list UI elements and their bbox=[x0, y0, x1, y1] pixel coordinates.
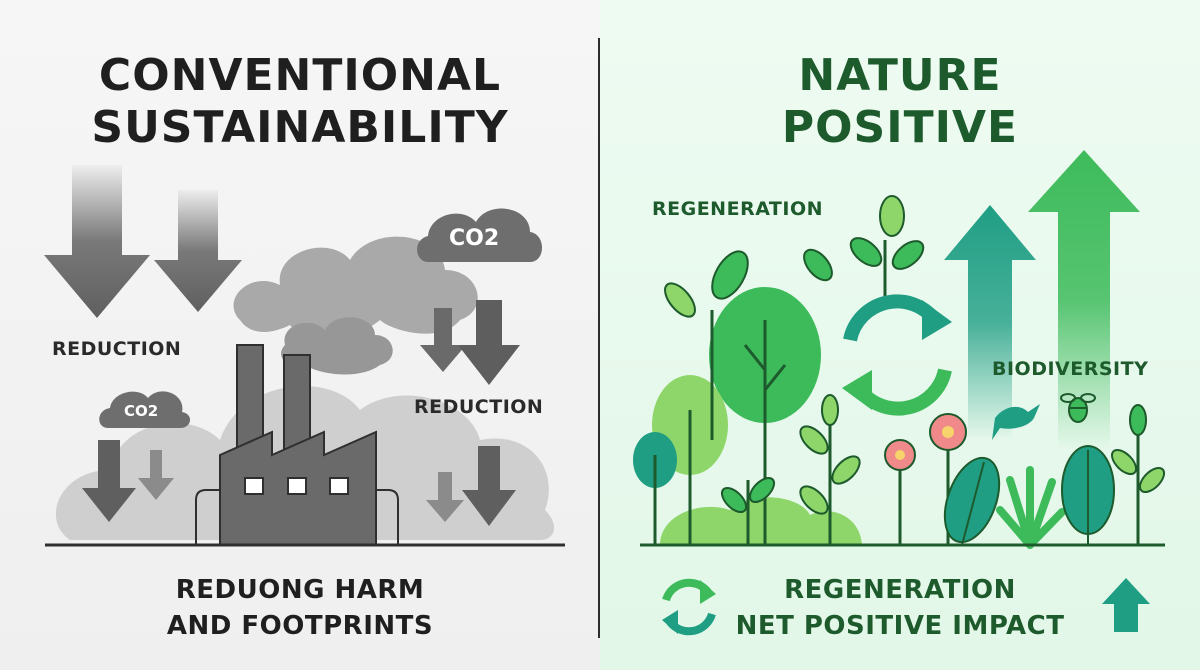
title-line: CONVENTIONAL bbox=[98, 50, 502, 101]
center-divider bbox=[598, 38, 601, 638]
down-arrow-icon bbox=[138, 450, 174, 500]
up-arrow-icon bbox=[1102, 578, 1150, 632]
cycle-icon bbox=[662, 578, 716, 636]
factory-icon bbox=[195, 344, 399, 546]
bee-icon bbox=[1060, 393, 1096, 423]
tagline-line: AND FOOTPRINTS bbox=[166, 611, 434, 641]
up-arrow-icon bbox=[1028, 150, 1140, 450]
tagline-line: NET POSITIVE IMPACT bbox=[735, 611, 1065, 641]
nature-illustration bbox=[633, 150, 1166, 636]
conventional-panel: CONVENTIONAL SUSTAINABILITY CO2 CO2 REDU… bbox=[0, 0, 600, 670]
cloud-icon bbox=[417, 208, 542, 262]
up-arrow-icon bbox=[944, 205, 1036, 440]
leaf-icon bbox=[799, 394, 861, 545]
co2-label: CO2 bbox=[449, 226, 500, 251]
leaf-icon bbox=[803, 195, 925, 300]
reduction-label: REDUCTION bbox=[52, 338, 182, 360]
leaf-icon bbox=[664, 250, 749, 440]
title-line: NATURE bbox=[798, 50, 1002, 101]
nature-positive-panel: NATURE POSITIVE REGENERATION BIODIVERSIT… bbox=[600, 0, 1200, 670]
biodiversity-label: BIODIVERSITY bbox=[992, 358, 1149, 380]
title-line: POSITIVE bbox=[781, 102, 1019, 153]
conventional-illustration bbox=[44, 165, 565, 547]
tree-icon bbox=[709, 287, 821, 545]
leaf-icon bbox=[720, 476, 776, 545]
down-arrow-icon bbox=[154, 190, 242, 312]
tree-icon bbox=[633, 432, 677, 545]
tagline-line: REGENERATION bbox=[784, 575, 1016, 605]
regeneration-label: REGENERATION bbox=[652, 198, 824, 220]
leaf-icon bbox=[943, 456, 1001, 546]
leaf-icon bbox=[1061, 445, 1115, 545]
conventional-title: CONVENTIONAL SUSTAINABILITY bbox=[0, 50, 600, 154]
down-arrow-icon bbox=[82, 440, 136, 522]
co2-label: CO2 bbox=[124, 402, 159, 420]
down-arrow-icon bbox=[420, 308, 466, 372]
bird-icon bbox=[992, 404, 1040, 440]
nature-positive-title: NATURE POSITIVE bbox=[600, 50, 1200, 154]
flower-icon bbox=[884, 439, 916, 545]
reduction-label: REDUCTION bbox=[414, 396, 544, 418]
cycle-icon bbox=[842, 294, 952, 416]
tagline-line: REDUONG HARM bbox=[175, 575, 425, 605]
cloud-icon bbox=[99, 391, 191, 428]
leaf-icon bbox=[996, 466, 1066, 549]
conventional-tagline: REDUONG HARM AND FOOTPRINTS bbox=[0, 572, 600, 644]
down-arrow-icon bbox=[44, 165, 150, 318]
down-arrow-icon bbox=[458, 300, 520, 385]
title-line: SUSTAINABILITY bbox=[91, 102, 509, 153]
down-arrow-icon bbox=[426, 472, 464, 522]
nature-positive-tagline: REGENERATION NET POSITIVE IMPACT bbox=[710, 572, 1090, 644]
down-arrow-icon bbox=[462, 446, 516, 526]
leaf-icon bbox=[1110, 404, 1166, 545]
